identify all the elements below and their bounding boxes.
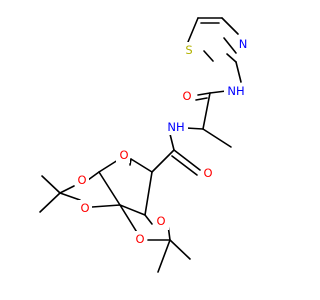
bond [41,175,61,194]
bond [203,50,214,62]
ring-oxygen: O [116,147,130,163]
bond [223,37,237,54]
bond [59,192,81,201]
bond [221,17,239,35]
bond [151,149,175,173]
atom-label-layer: S N NH O NH O O O [75,36,250,247]
bond [130,158,153,173]
atom-label-nh: NH [227,84,244,98]
molecule-structure-diagram: S N NH O NH O O O [39,17,250,273]
bond [169,239,191,260]
atom-label-s: S [185,43,192,57]
atom-label-o: O [77,173,86,187]
atom-label-o: O [156,214,165,228]
bond [39,192,61,213]
bond [173,149,201,171]
dioxolane-oxygen-left-top: O [75,172,89,188]
carbonyl-oxygen-upper: O [180,88,194,104]
atom-label-n: N [239,37,248,51]
bond [187,17,199,43]
dioxolane-oxygen-bottom: O [133,231,147,247]
atom-label-o: O [80,201,89,215]
bond [209,90,227,94]
bond [235,61,242,83]
bond [157,239,171,273]
bond [226,53,237,63]
sulfur-atom: S [182,42,197,58]
bond [87,171,100,181]
amide-nh-atom-upper: NH [224,83,248,99]
carbonyl-oxygen-lower: O [201,165,215,181]
amide-nh-atom-lower: NH [164,119,188,135]
bond [197,92,211,96]
bond [91,204,121,208]
bond [185,127,204,130]
dioxolane-oxygen-left-bottom: O [78,200,92,216]
atom-label-o: O [182,89,191,103]
bond [195,97,208,101]
atom-label-o: O [203,166,212,180]
bond-layer [39,17,242,273]
bond [98,159,119,173]
bond [169,133,175,151]
bond [202,128,232,148]
bond [119,204,139,235]
bond [59,185,75,194]
atom-label-o: O [135,232,144,246]
bond [129,158,132,166]
nitrogen-atom: N [236,36,250,52]
bond [144,171,153,216]
bond [98,171,121,206]
atom-label-nh: NH [167,120,184,134]
atom-label-o: O [119,148,128,162]
dioxolane-oxygen-right: O [155,214,169,230]
bond [144,214,153,225]
bond [171,155,198,176]
bond [202,92,211,130]
bond [119,204,146,216]
